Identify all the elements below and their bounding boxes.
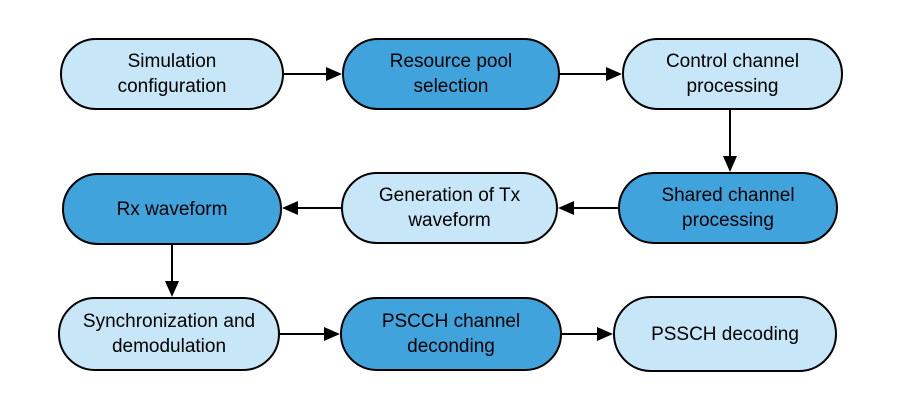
node-pscch-channel-deconding: PSCCH channel deconding [340,297,562,371]
node-resource-pool-selection: Resource pool selection [342,38,560,110]
arrow-generation-tx-to-rx-waveform [282,201,341,215]
arrow-rx-waveform-to-synchronization [165,245,179,297]
node-label: Simulation configuration [117,51,227,97]
arrow-simulation-to-resource-pool [284,67,342,81]
node-label: Generation of Tx waveform [378,185,521,231]
arrow-synchronization-to-pscch [280,327,340,341]
node-generation-of-tx-waveform: Generation of Tx waveform [341,172,558,244]
node-label: Resource pool selection [389,51,513,97]
arrow-shared-channel-to-generation-tx [558,201,618,215]
node-shared-channel-processing: Shared channel processing [618,172,838,244]
node-label: PSCCH channel deconding [381,311,521,357]
arrow-pscch-to-pssch [562,327,613,341]
node-rx-waveform: Rx waveform [62,173,282,245]
node-label: Shared channel processing [661,185,795,231]
node-label: Synchronization and demodulation [82,311,256,357]
node-pssch-decoding: PSSCH decoding [613,296,837,372]
node-control-channel-processing: Control channel processing [622,38,843,110]
node-simulation-configuration: Simulation configuration [60,38,284,110]
node-synchronization-and-demodulation: Synchronization and demodulation [58,297,280,371]
node-label: Rx waveform [116,198,228,220]
arrow-control-channel-to-shared-channel [723,110,737,172]
arrow-resource-pool-to-control-channel [560,67,622,81]
node-label: PSSCH decoding [651,323,799,345]
node-label: Control channel processing [665,51,800,97]
